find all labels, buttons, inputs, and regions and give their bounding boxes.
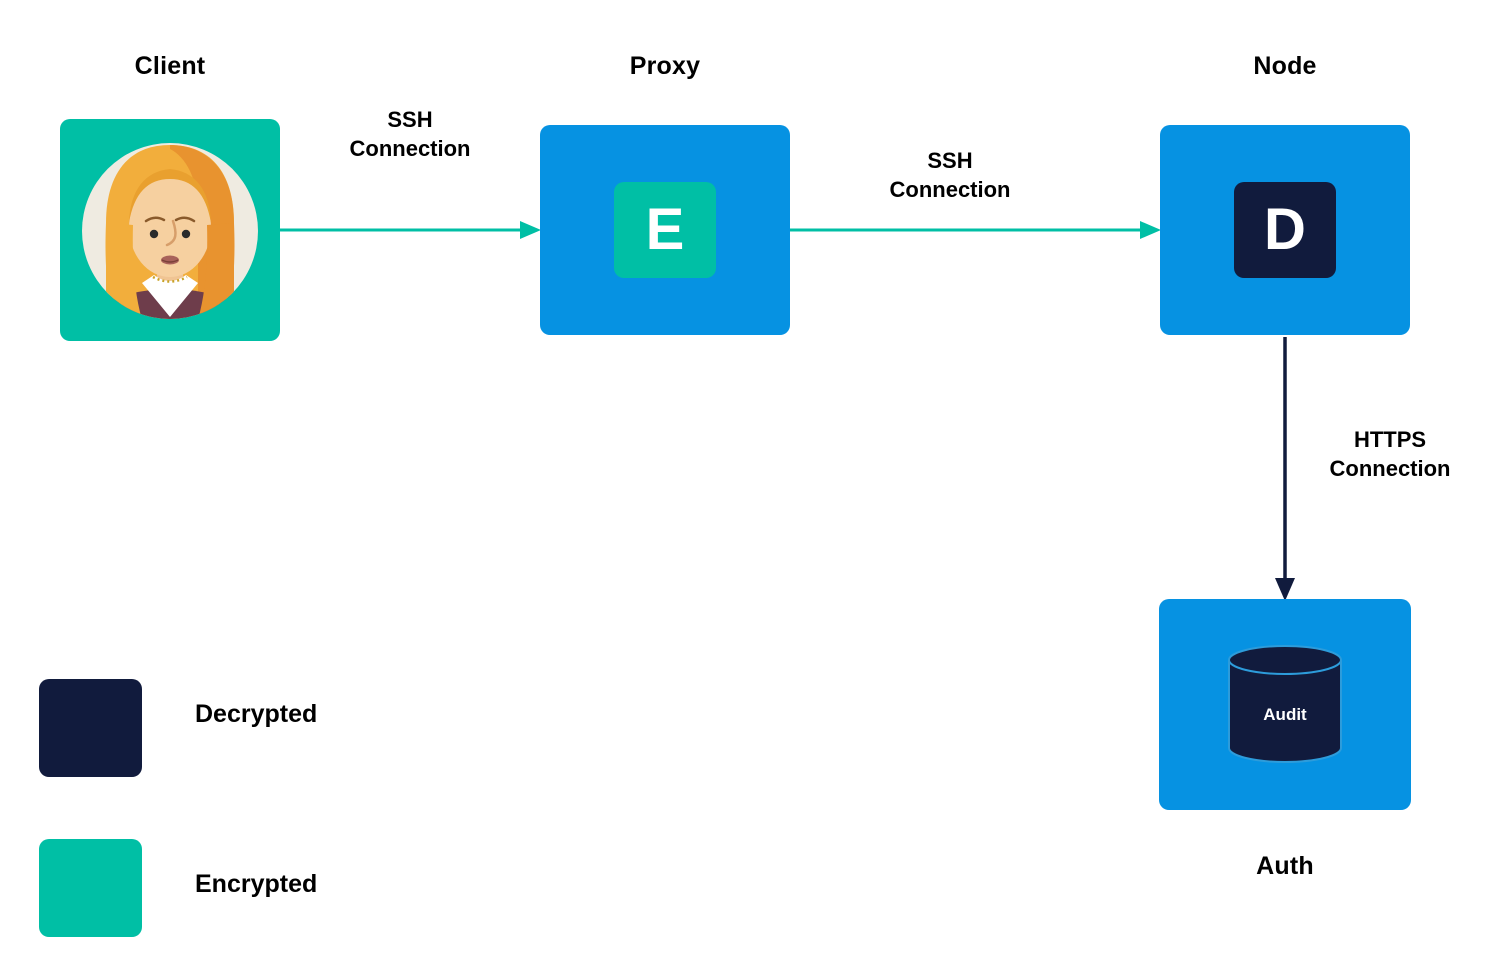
edge-label-https-node-auth: HTTPS Connection (1329, 427, 1451, 481)
client-avatar-icon (82, 143, 258, 319)
legend-label-decrypted: Decrypted (195, 700, 318, 728)
legend-label-encrypted: Encrypted (195, 870, 318, 898)
arrow-proxy-to-node (790, 221, 1161, 239)
auth-title: Auth (1256, 852, 1314, 880)
legend-swatch-encrypted (39, 839, 142, 937)
arrow-node-to-auth (1275, 337, 1295, 601)
client-node-box (60, 119, 280, 341)
edge-label-ssh-client-proxy: SSH Connection (349, 107, 471, 161)
legend-swatch-decrypted (39, 679, 142, 777)
arrow-client-to-proxy (280, 221, 541, 239)
audit-database-icon: Audit (1223, 644, 1347, 766)
edge-label-ssh-proxy-node: SSH Connection (889, 148, 1011, 202)
client-title: Client (134, 52, 206, 80)
node-node-box: D (1160, 125, 1410, 335)
node-title: Node (1253, 52, 1317, 80)
encrypted-chip: E (614, 182, 716, 278)
proxy-node-box: E (540, 125, 790, 335)
audit-db-label: Audit (1263, 705, 1307, 725)
auth-node-box: Audit (1159, 599, 1411, 810)
decrypted-chip: D (1234, 182, 1336, 278)
proxy-title: Proxy (629, 52, 701, 80)
